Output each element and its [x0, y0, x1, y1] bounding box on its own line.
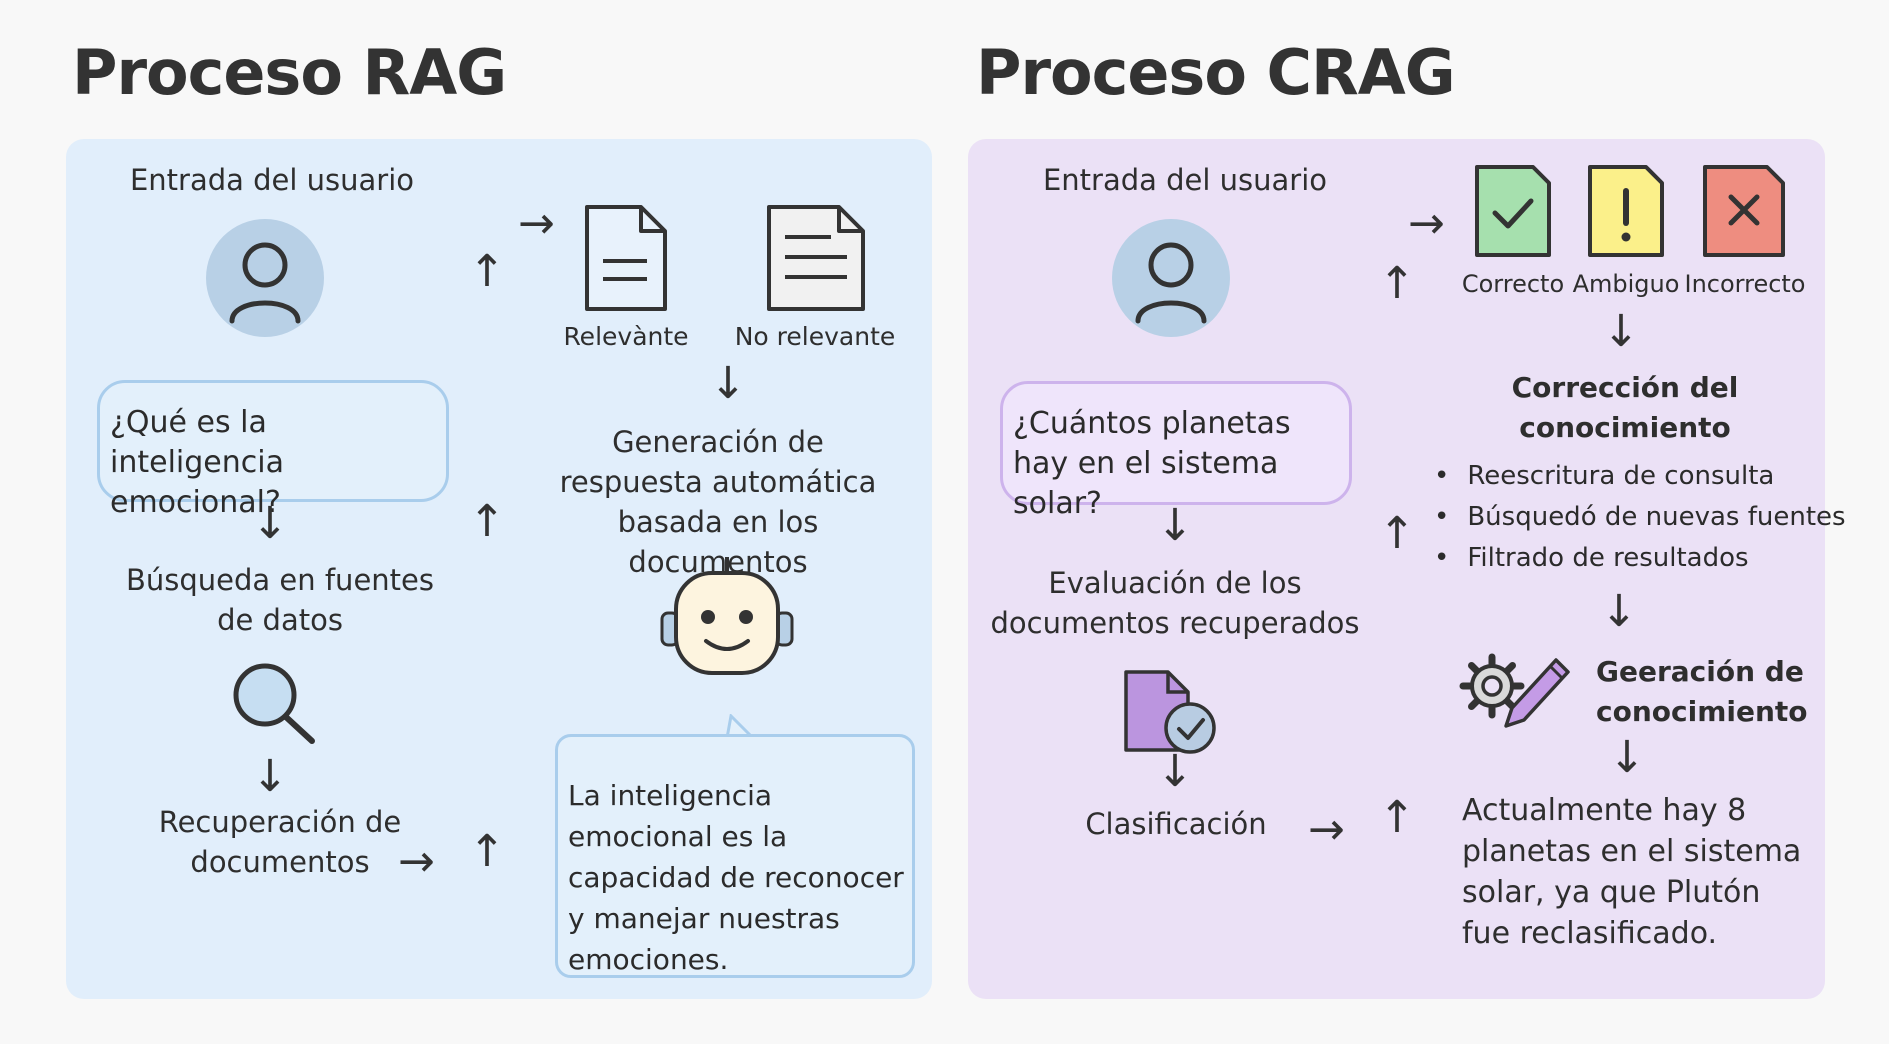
rag-generation-label: Generación de respuesta automática basad… [559, 425, 877, 579]
crag-generation-label: Geeración de conocimiento [1596, 655, 1808, 728]
crag-evaluation-label: Evaluación de los documentos recuperados [990, 566, 1360, 640]
crag-classification-label: Clasificación [1085, 807, 1267, 841]
arrow-up-icon: ↑ [1378, 792, 1416, 843]
arrow-down-icon: ↓ [709, 358, 747, 409]
arrow-up-icon: ↑ [1378, 258, 1416, 309]
arrow-down-icon: ↓ [251, 751, 289, 802]
magnifier-icon [228, 657, 318, 747]
document-check-icon [1122, 668, 1220, 754]
arrow-up-icon: ↑ [468, 246, 506, 297]
x-icon [1701, 163, 1787, 259]
grade-incorrect-label: Incorrecto [1684, 270, 1806, 298]
arrow-down-icon: ↓ [1156, 746, 1194, 797]
arrow-right-icon: → [1308, 804, 1345, 855]
correction-list: Reescritura de consulta Búsquedó de nuev… [1434, 456, 1846, 579]
arrow-up-icon: ↑ [1378, 508, 1416, 559]
doc-not-relevant-label: No relevante [734, 322, 896, 351]
list-item: Búsquedó de nuevas fuentes [1434, 497, 1845, 538]
rag-query-text: ¿Qué es la inteligencia emocional? [110, 405, 284, 520]
rag-title: Proceso RAG [72, 36, 507, 109]
correction-title: Corrección del conocimiento [1511, 371, 1739, 444]
arrow-down-icon: ↓ [1608, 732, 1646, 783]
rag-query-bubble: ¿Qué es la inteligencia emocional? [97, 380, 449, 520]
crag-answer-text: Actualmente hay 8 planetas en el sistema… [1462, 793, 1802, 951]
arrow-right-icon: → [1408, 198, 1445, 249]
arrow-down-icon: ↓ [1602, 306, 1640, 357]
crag-user-input-label: Entrada del usuario [1042, 163, 1328, 197]
rag-search-label: Búsqueda en fuentes de datos [126, 563, 434, 637]
document-not-relevant-icon [765, 203, 867, 313]
arrow-down-icon: ↓ [251, 498, 289, 549]
arrow-up-icon: ↑ [468, 496, 506, 547]
crag-query-bubble: ¿Cuántos planetas hay en el sistema sola… [1000, 381, 1352, 521]
document-relevant-icon [583, 203, 669, 313]
doc-relevant-label: Relevànte [563, 322, 689, 351]
exclamation-icon [1586, 163, 1666, 259]
rag-answer-text: La inteligencia emocional es la capacida… [568, 779, 904, 976]
answer-bubble-tail [725, 712, 753, 739]
rag-user-icon [206, 219, 324, 337]
grade-correct-label: Correcto [1461, 270, 1565, 298]
arrow-down-icon: ↓ [1600, 586, 1638, 637]
arrow-right-icon: → [398, 836, 435, 887]
arrow-down-icon: ↓ [1156, 500, 1194, 551]
crag-title: Proceso CRAG [976, 36, 1456, 109]
list-item: Filtrado de resultados [1434, 538, 1846, 579]
grade-ambiguous-label: Ambiguo [1572, 270, 1680, 298]
list-item: Reescritura de consulta [1434, 456, 1846, 497]
rag-answer-bubble: La inteligencia emocional es la capacida… [555, 734, 915, 978]
robot-icon [658, 555, 796, 677]
rag-user-input-label: Entrada del usuario [129, 163, 415, 197]
gear-pencil-icon [1456, 646, 1576, 736]
arrow-up-icon: ↑ [468, 826, 506, 877]
rag-retrieval-label: Recuperación de documentos [158, 805, 402, 879]
crag-query-text: ¿Cuántos planetas hay en el sistema sola… [1013, 406, 1291, 521]
correct-icon [1473, 163, 1553, 259]
crag-user-icon [1112, 219, 1230, 337]
arrow-right-icon: → [518, 198, 555, 249]
